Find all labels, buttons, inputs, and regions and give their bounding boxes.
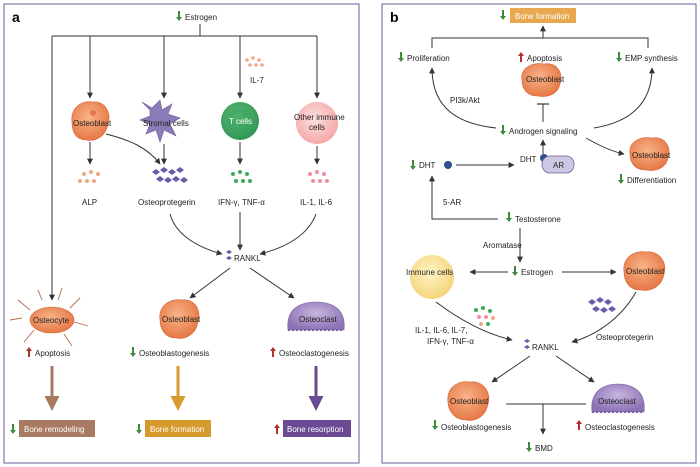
b-immune-label: Immune cells — [406, 268, 453, 277]
b-osteoblast-bottom-icon — [447, 381, 490, 421]
b-bone-formation-label: Bone formation — [515, 12, 569, 21]
a-rankl-icon — [226, 250, 232, 260]
a-ifn-label: IFN-γ, TNF-α — [218, 198, 265, 207]
b-dht1-molecule-icon — [444, 161, 452, 169]
b-bmd-label: BMD — [535, 444, 553, 453]
b-osteoblast-top-icon — [521, 63, 562, 97]
b-cyt1-label: IL-1, IL-6, IL-7, — [415, 326, 467, 335]
a-tcells-label: T cells — [229, 117, 252, 126]
b-differentiation-label: Differentiation — [627, 176, 676, 185]
a-osteocyte-icon — [9, 287, 89, 347]
a-immune-label-2: cells — [309, 123, 325, 132]
b-testosterone-label: Testosterone — [515, 215, 561, 224]
b-osteoblast-right-icon — [629, 137, 670, 171]
a-resorption-box — [283, 420, 351, 437]
a-il7-label: IL-7 — [250, 76, 264, 85]
b-pi3k-label: PI3k/Akt — [450, 96, 481, 105]
a-opg-label: Osteoprotegerin — [138, 198, 195, 207]
b-obgenesis-label: Osteoblastogenesis — [441, 423, 511, 432]
b-immune-cell-icon — [410, 255, 454, 299]
b-arrow-5ar — [429, 175, 498, 220]
b-rankl-label: RANKL — [532, 343, 559, 352]
a-ocgenesis-label: Osteoclastogenesis — [279, 349, 349, 358]
a-arrow-rankl-ob — [189, 267, 231, 299]
a-arrow-opg-rankl — [169, 213, 223, 256]
b-arrow-androgen-prolif — [429, 67, 497, 129]
b-arrow-androgen-emp — [593, 67, 655, 129]
a-rankl-label: RANKL — [234, 254, 261, 263]
b-arrow-androgen-ob — [585, 137, 625, 156]
b-aromatase-label: Aromatase — [483, 241, 522, 250]
a-osteoclast-label: Osteoclast — [299, 315, 338, 324]
b-ar-receptor — [541, 155, 575, 174]
b-dht1-label: DHT — [419, 161, 436, 170]
a-tcell-icon — [221, 102, 259, 140]
a-il-dots-icon — [308, 170, 329, 183]
b-dht2-label: DHT — [520, 155, 537, 164]
b-androgen-label: Androgen signaling — [509, 127, 578, 136]
a-osteoblast-cell-icon — [71, 101, 110, 141]
b-cytokine-dots-icon — [474, 306, 495, 326]
panel-a-label: a — [12, 9, 20, 25]
b-osteoblast-top-label: Osteoblast — [526, 75, 565, 84]
a-stromal-label: Stromal cells — [143, 119, 189, 128]
a-osteoblast2-label: Osteoblast — [162, 315, 201, 324]
a-remodel-box — [19, 420, 95, 437]
a-immune-cell-icon — [296, 102, 338, 144]
a-remodel-box-label: Bone remodeling — [24, 425, 84, 434]
b-opg-label: Osteoprotegerin — [596, 333, 653, 342]
panel-b-label: b — [390, 9, 399, 25]
b-osteoclast-bottom-icon — [591, 383, 645, 413]
b-bracket — [431, 37, 649, 48]
b-proliferation-label: Proliferation — [407, 54, 450, 63]
b-osteoclast-bottom-label: Osteoclast — [598, 397, 637, 406]
a-osteoclast-icon — [287, 301, 345, 331]
a-il7-dots-icon — [245, 56, 264, 67]
a-immune-label-1: Other immune — [294, 113, 345, 122]
b-arrow-immune-rankl — [435, 301, 513, 342]
b-emp-label: EMP synthesis — [625, 54, 678, 63]
a-alp-dots-icon — [78, 170, 100, 183]
a-arrow-il-rankl — [259, 213, 317, 256]
b-osteoblast-mid-label: Osteoblast — [626, 267, 665, 276]
a-obgenesis-label: Osteoblastogenesis — [139, 349, 209, 358]
a-osteoblast2-icon — [159, 299, 200, 339]
b-osteoblast-right-label: Osteoblast — [632, 151, 671, 160]
a-formation-box-label: Bone formation — [150, 425, 204, 434]
b-rankl-icon — [524, 339, 530, 349]
b-estrogen-label: Estrogen — [521, 268, 553, 277]
a-opg-molecules-icon — [152, 167, 188, 183]
a-osteocyte-label: Osteocyte — [33, 316, 70, 325]
a-apoptosis-label: Apoptosis — [35, 349, 70, 358]
b-apoptosis-label: Apoptosis — [527, 54, 562, 63]
b-ocgenesis-label: Osteoclastogenesis — [585, 423, 655, 432]
b-arrow-ob-rankl — [571, 291, 637, 344]
a-arrow-ob-opg — [105, 133, 161, 165]
b-5ar-label: 5-AR — [443, 198, 461, 207]
b-opg-molecules-icon — [588, 297, 616, 313]
b-osteoblast-mid-icon — [623, 251, 666, 291]
a-formation-box — [145, 420, 211, 437]
a-alp-label: ALP — [82, 198, 97, 207]
b-ar-label: AR — [553, 161, 564, 170]
b-osteoblast-bottom-label: Osteoblast — [450, 397, 489, 406]
a-ifn-dots-icon — [231, 170, 252, 183]
a-osteocyte-body-icon — [29, 306, 75, 334]
a-il16-label: IL-1, IL-6 — [300, 198, 333, 207]
b-arrow-rankl-oc — [555, 355, 595, 383]
a-arrow-rankl-oc — [249, 267, 295, 299]
a-osteoblast-label: Osteoblast — [73, 119, 112, 128]
b-bone-formation-box — [510, 8, 576, 23]
a-estrogen-label: Estrogen — [185, 13, 217, 22]
b-arrow-rankl-ob — [491, 355, 531, 383]
a-stromal-cell-icon — [139, 99, 181, 143]
b-cyt2-label: IFN-γ, TNF-α — [427, 337, 474, 346]
a-resorption-box-label: Bone resorption — [287, 425, 343, 434]
